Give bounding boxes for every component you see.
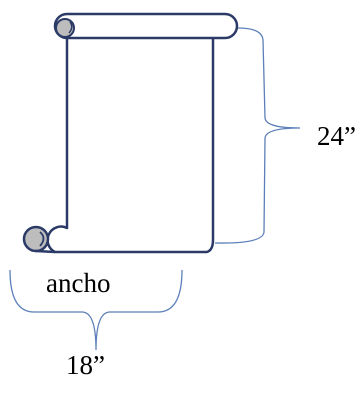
bottom-roll-curl-line (39, 231, 45, 247)
bottom-roll-curl (22, 225, 50, 253)
width-bracket (9, 269, 183, 351)
width-label: 18” (66, 350, 105, 380)
scroll-page (46, 14, 215, 254)
bottom-roll-edge (35, 249, 56, 254)
height-label: 24” (317, 121, 356, 151)
height-bracket (214, 27, 301, 244)
top-roll-curl-line (68, 21, 73, 34)
rolled-paper-scroll-icon (22, 12, 239, 254)
width-word-label: ancho (46, 268, 111, 298)
top-roll (53, 12, 239, 40)
